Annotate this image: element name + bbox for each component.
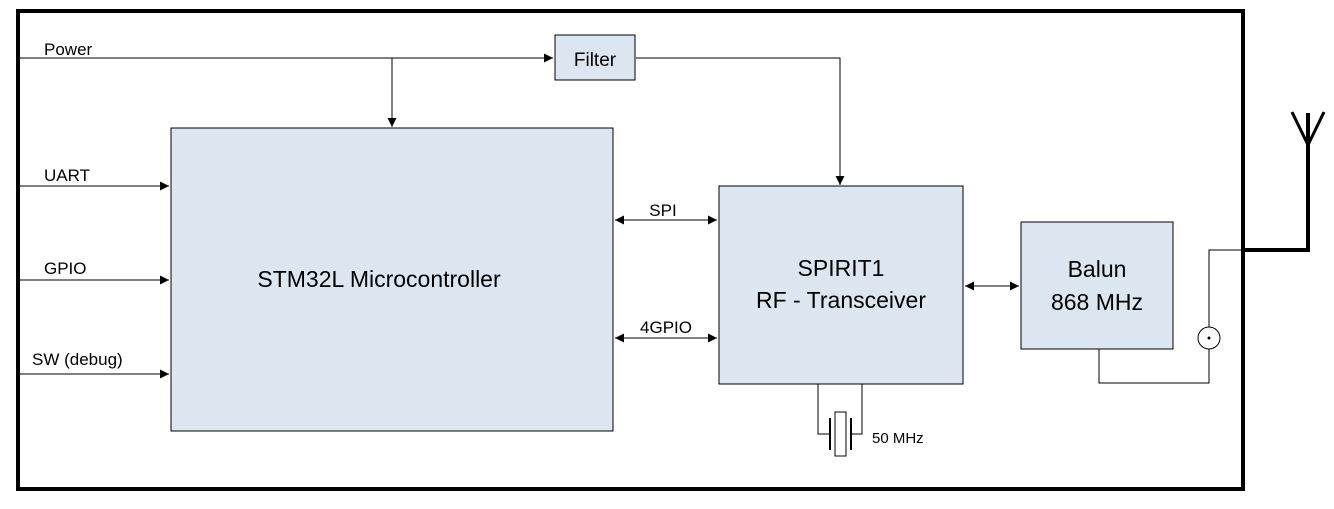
balun-label-2: 868 MHz xyxy=(1051,289,1143,315)
balun-block xyxy=(1020,221,1174,350)
antenna-feed xyxy=(1098,249,1243,384)
balun-label-1: Balun xyxy=(1068,256,1127,282)
crystal-icon xyxy=(817,384,863,457)
mcu-block xyxy=(170,127,614,432)
spi-label: SPI xyxy=(649,201,676,220)
power-label: Power xyxy=(44,40,93,59)
antenna-icon xyxy=(1243,111,1326,252)
mcu-label: STM32L Microcontroller xyxy=(257,266,501,292)
transceiver-block xyxy=(718,185,964,385)
filter-block xyxy=(554,34,636,81)
filter-label: Filter xyxy=(574,50,617,71)
sw-label: SW (debug) xyxy=(32,350,123,369)
gpio-label: GPIO xyxy=(44,259,87,278)
crystal-label: 50 MHz xyxy=(872,430,924,447)
uart-label: UART xyxy=(44,166,90,185)
gpio4-label: 4GPIO xyxy=(640,318,692,337)
power-line xyxy=(18,53,845,185)
transceiver-label-2: RF - Transceiver xyxy=(756,287,926,313)
transceiver-label-1: SPIRIT1 xyxy=(798,255,885,281)
